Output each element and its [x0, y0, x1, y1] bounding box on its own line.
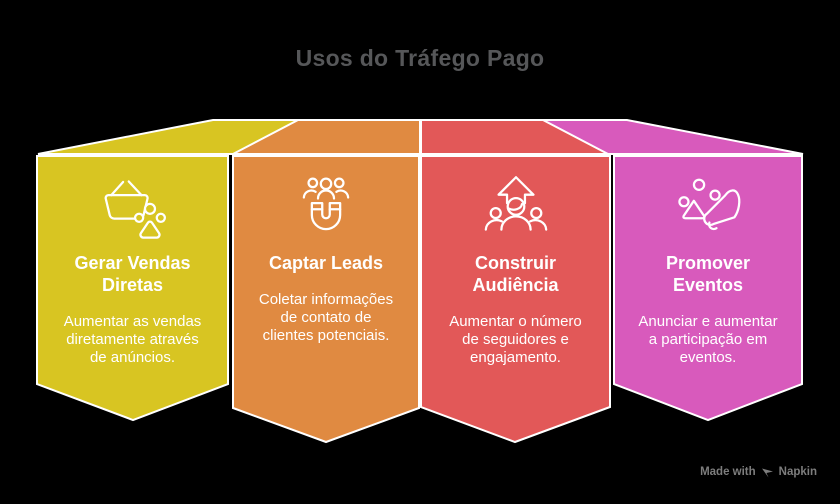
- card-title: Promover Eventos: [665, 253, 751, 295]
- page-title: Usos do Tráfego Pago: [295, 45, 545, 71]
- audience-growth-icon: [484, 176, 547, 231]
- card-description: Aumentar o número de seguidores e engaja…: [449, 313, 582, 366]
- card-construir-audiencia: Construir Audiência Aumentar o número de…: [421, 156, 610, 367]
- napkin-logo-icon: [761, 468, 773, 478]
- brand-label: Napkin: [778, 465, 817, 478]
- card-title: Gerar Vendas Diretas: [74, 253, 191, 295]
- card-title: Construir Audiência: [472, 253, 559, 295]
- banner-body-pink: [613, 155, 803, 422]
- banner-body-orange: [232, 155, 420, 444]
- card-promover-eventos: Promover Eventos Anunciar e aumentar a p…: [614, 156, 802, 367]
- banner-roof-red: [420, 119, 609, 155]
- made-with-napkin-link[interactable]: Made with Napkin: [700, 465, 817, 478]
- made-with-label: Made with: [700, 465, 756, 478]
- card-gerar-vendas-diretas: Gerar Vendas Diretas Aumentar as vendas …: [37, 156, 228, 367]
- card-captar-leads: Captar Leads Coletar informações de cont…: [233, 156, 419, 345]
- banner-body-red: [420, 155, 611, 444]
- shopping-basket-icon: [104, 180, 166, 239]
- event-megaphone-icon: [678, 178, 741, 231]
- card-description: Anunciar e aumentar a participação em ev…: [638, 313, 778, 366]
- card-title: Captar Leads: [268, 253, 384, 273]
- banner-body-yellow: [36, 155, 229, 422]
- lead-magnet-icon: [302, 177, 350, 231]
- card-description: Aumentar as vendas diretamente através d…: [63, 313, 202, 366]
- card-description: Coletar informações de contato de client…: [258, 291, 394, 344]
